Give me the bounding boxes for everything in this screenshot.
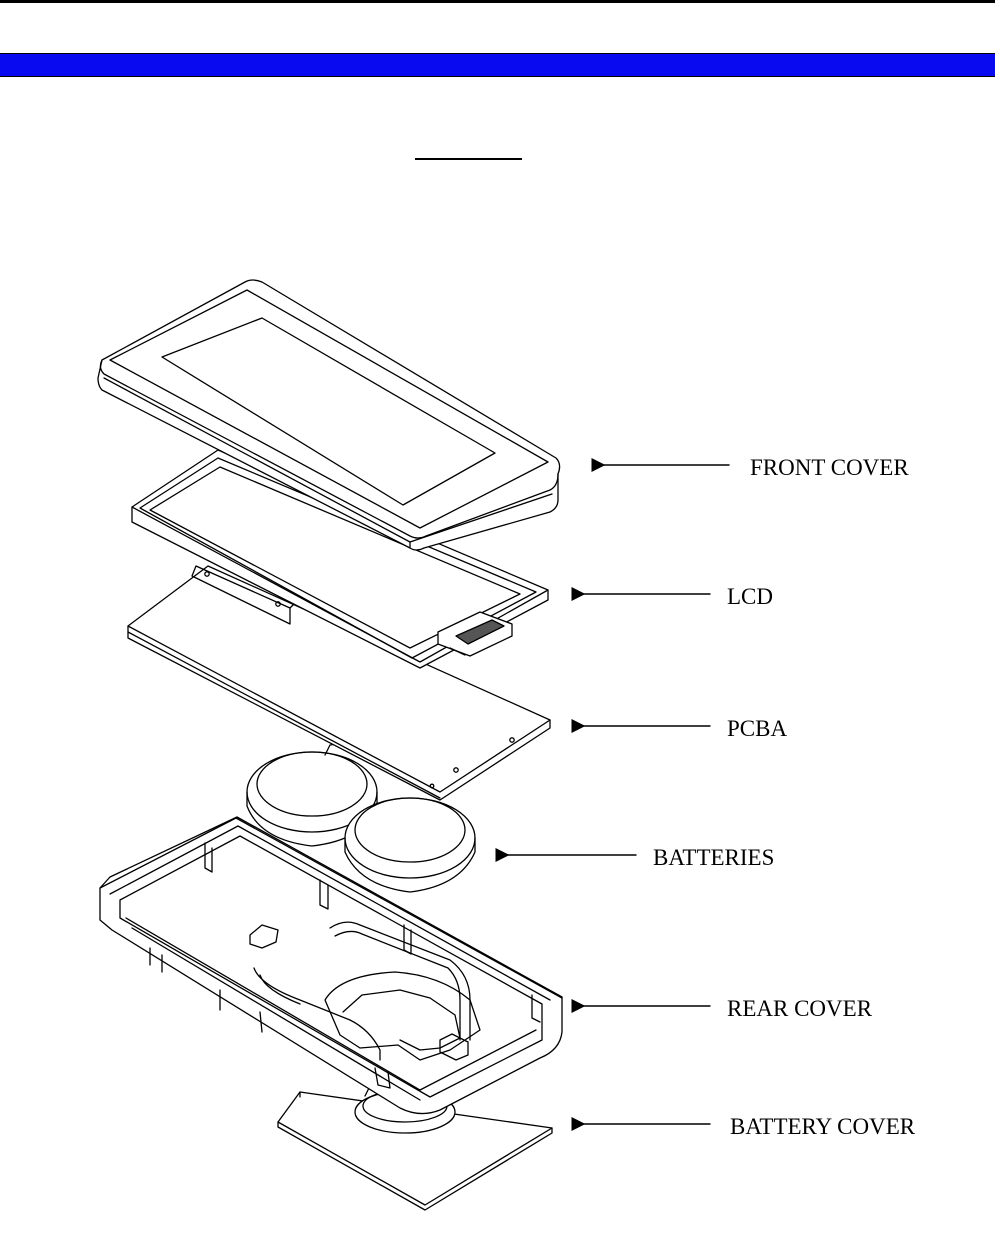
callout-batteries: BATTERIES <box>653 846 774 869</box>
callout-rear-cover: REAR COVER <box>727 997 872 1020</box>
callout-pcba: PCBA <box>727 717 787 740</box>
callout-battery-cover: BATTERY COVER <box>730 1115 915 1138</box>
callout-front-cover: FRONT COVER <box>750 456 909 479</box>
callout-lcd: LCD <box>727 585 773 608</box>
rear-cover-part <box>100 817 562 1114</box>
